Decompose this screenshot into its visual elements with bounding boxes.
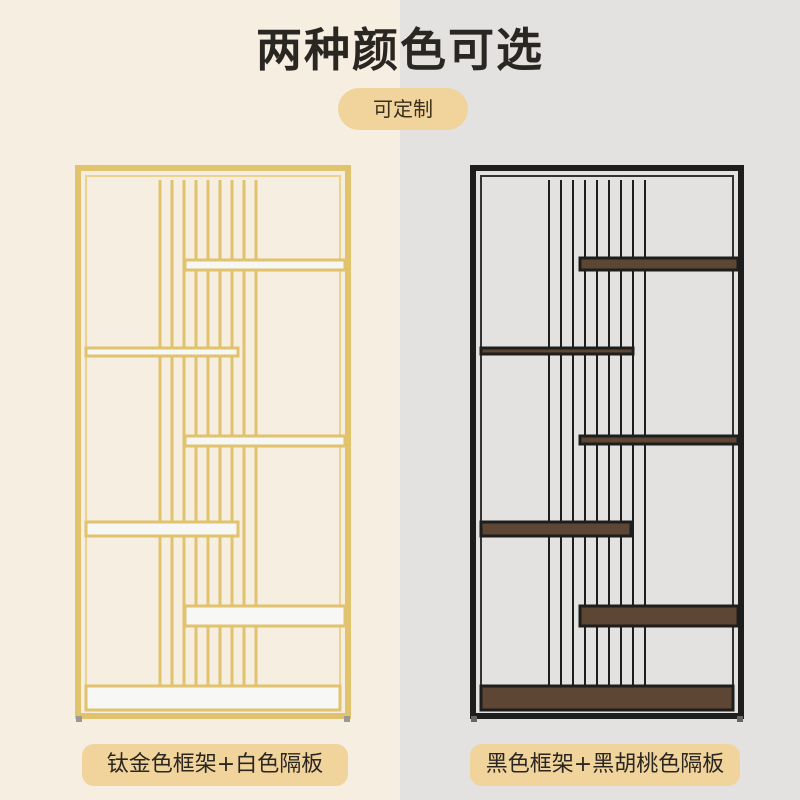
- gold-shelf-image: [75, 165, 351, 722]
- gold-foot-left: [76, 716, 82, 722]
- gold-foot-right: [344, 716, 350, 722]
- black-frame-outline: [470, 165, 744, 719]
- gold-frame-outline: [75, 165, 351, 719]
- gold-shelves: [84, 258, 347, 712]
- black-foot-left: [471, 716, 477, 722]
- left-background: [0, 0, 400, 800]
- black-foot-right: [737, 716, 743, 722]
- gold-option-caption: 钛金色框架+白色隔板: [82, 744, 348, 786]
- black-option-caption: 黑色框架+黑胡桃色隔板: [470, 744, 740, 786]
- page-title: 两种颜色可选: [256, 23, 544, 77]
- black-shelf-image: [470, 165, 744, 722]
- customizable-badge: 可定制: [338, 88, 468, 130]
- black-shelves: [479, 256, 740, 712]
